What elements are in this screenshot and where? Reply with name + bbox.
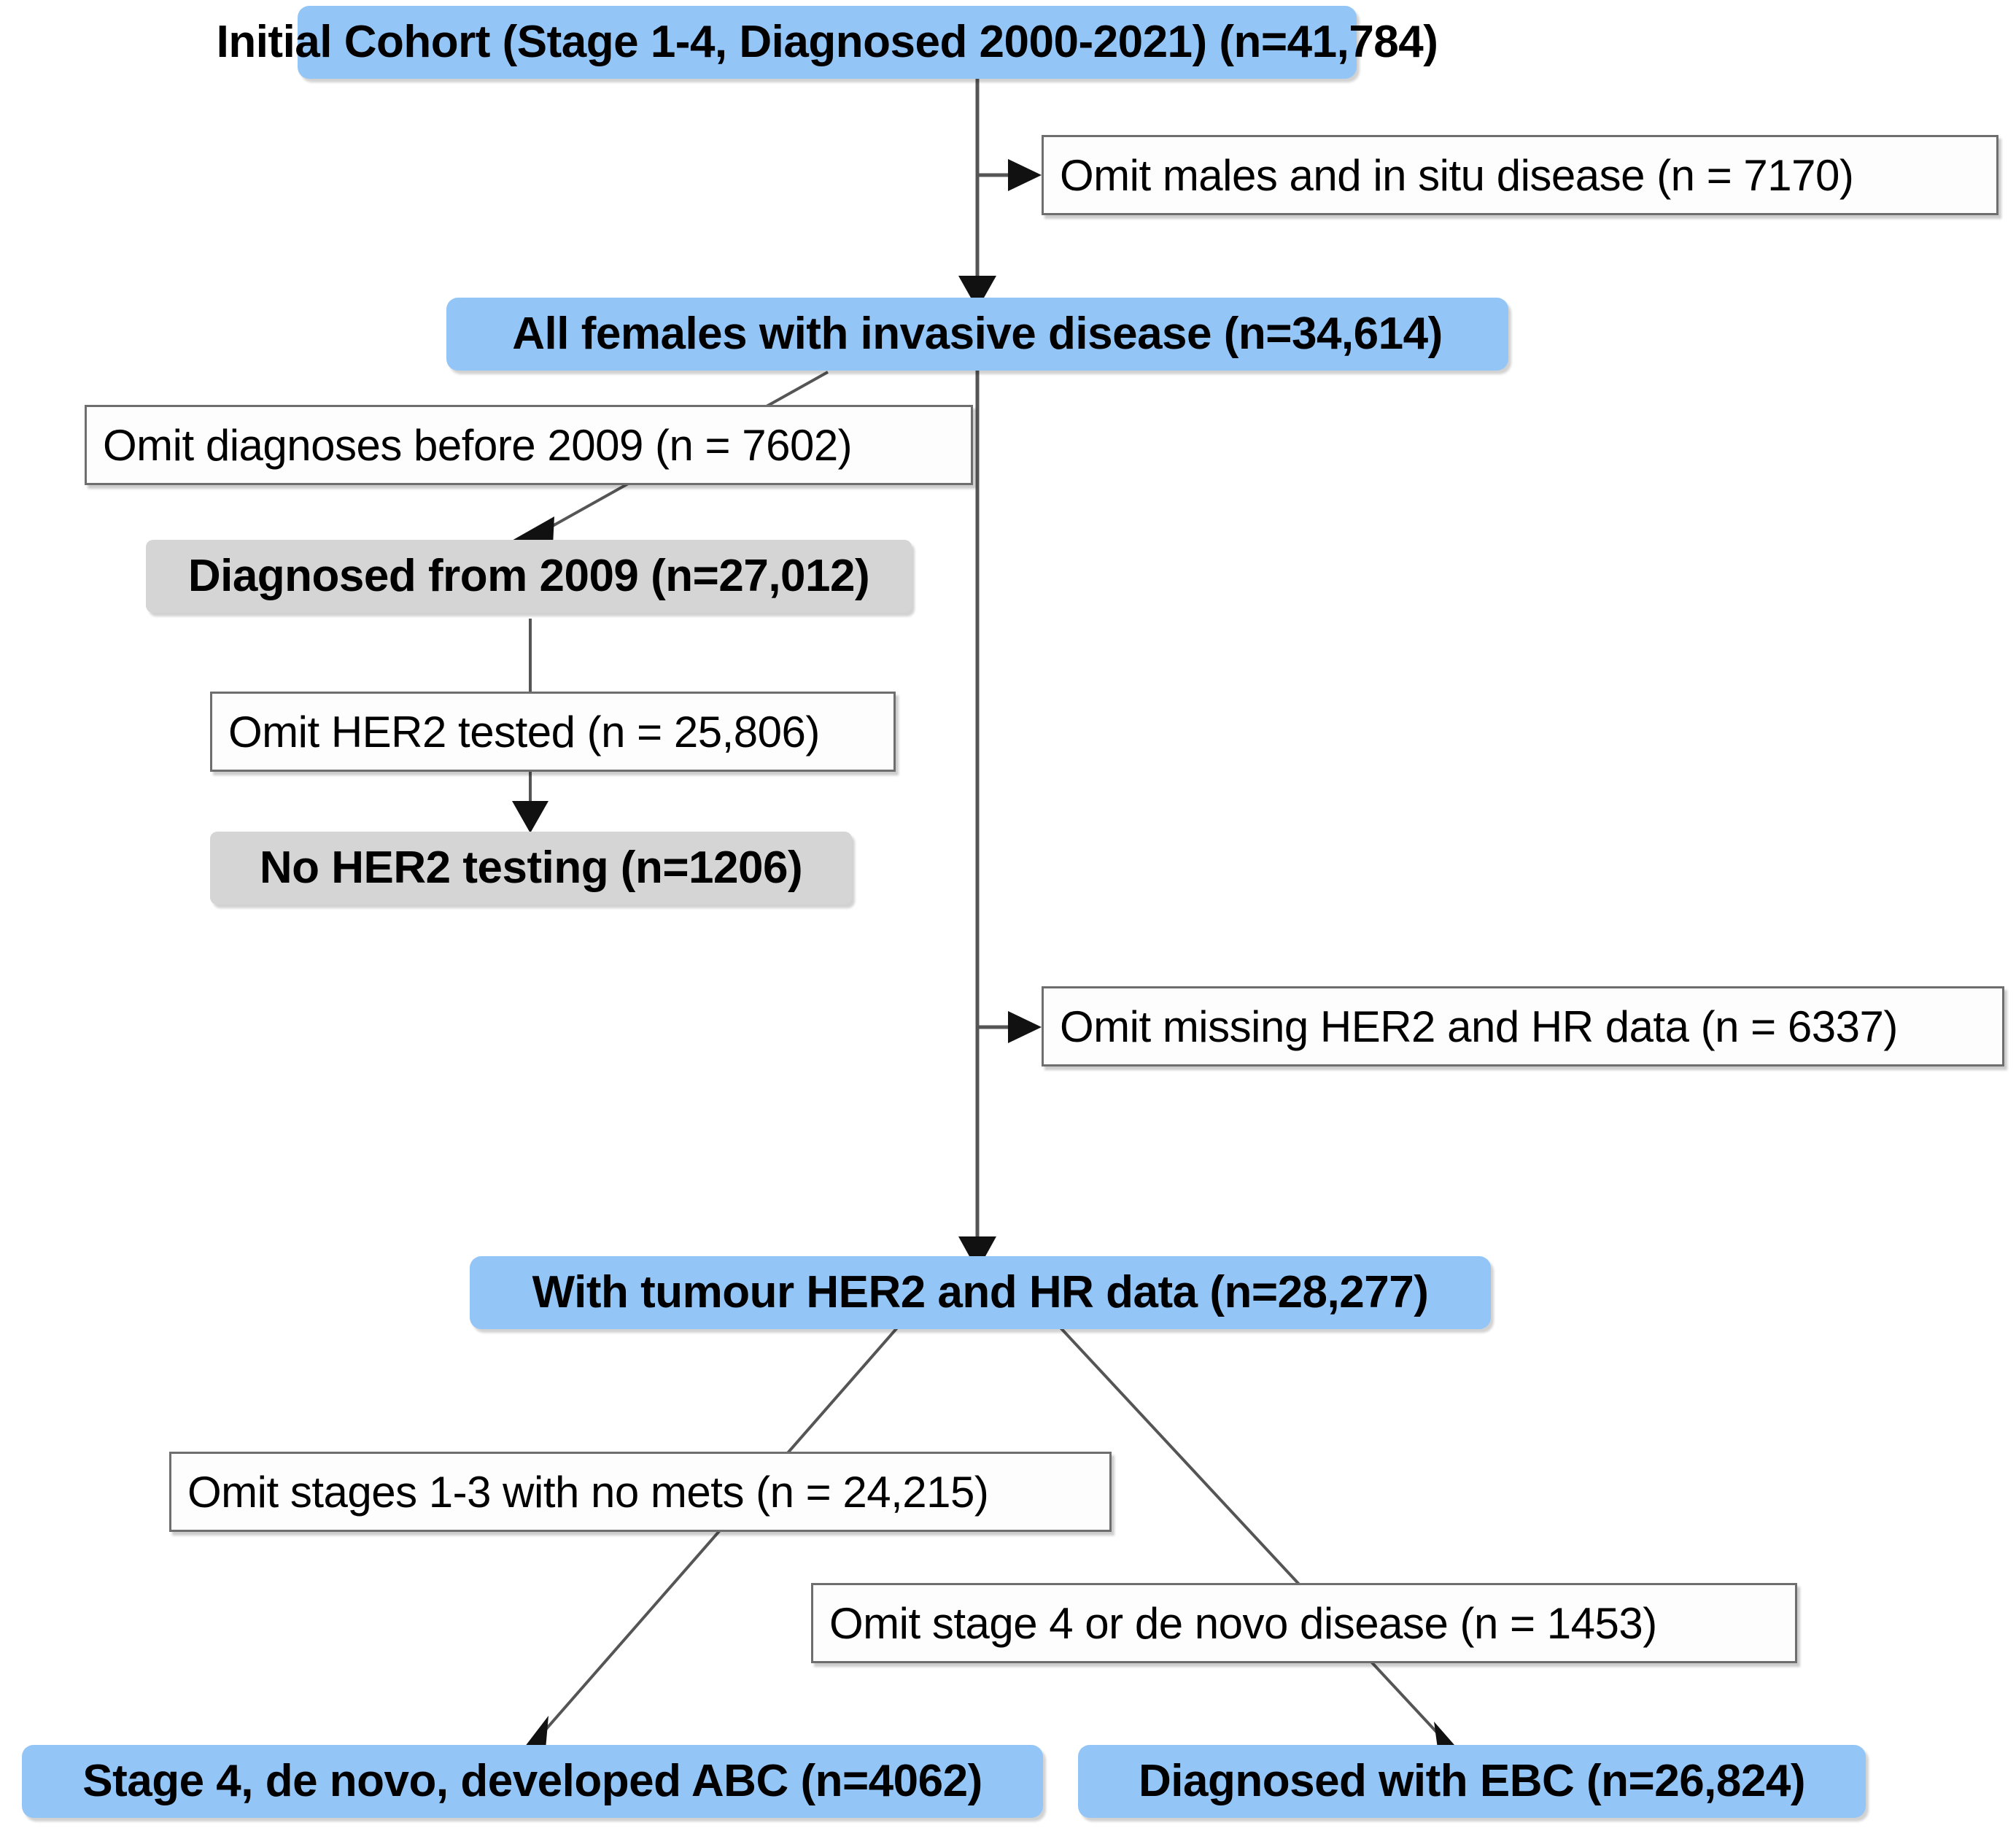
node-all-females-invasive-label: All females with invasive disease (n=34,…: [512, 309, 1443, 360]
node-omit-stage4-denovo-label: Omit stage 4 or de novo disease (n = 145…: [829, 1598, 1657, 1648]
node-omit-stages-1-3-no-mets[interactable]: Omit stages 1-3 with no mets (n = 24,215…: [169, 1452, 1112, 1532]
node-stage4-denovo-abc[interactable]: Stage 4, de novo, developed ABC (n=4062): [22, 1745, 1043, 1818]
node-all-females-invasive[interactable]: All females with invasive disease (n=34,…: [446, 298, 1508, 371]
node-omit-males-insitu-label: Omit males and in situ disease (n = 7170…: [1060, 150, 1854, 200]
node-omit-her2-tested[interactable]: Omit HER2 tested (n = 25,806): [210, 692, 896, 772]
node-stage4-denovo-abc-label: Stage 4, de novo, developed ABC (n=4062): [82, 1756, 982, 1807]
node-omit-missing-her2-hr[interactable]: Omit missing HER2 and HR data (n = 6337): [1042, 986, 2004, 1067]
node-diagnosed-from-2009[interactable]: Diagnosed from 2009 (n=27,012): [146, 540, 912, 613]
edge-to-omit-missing-her2: [977, 1011, 1042, 1043]
node-diagnosed-ebc[interactable]: Diagnosed with EBC (n=26,824): [1078, 1745, 1866, 1818]
node-diagnosed-ebc-label: Diagnosed with EBC (n=26,824): [1139, 1756, 1806, 1807]
node-diagnosed-from-2009-label: Diagnosed from 2009 (n=27,012): [187, 551, 870, 602]
node-omit-her2-tested-label: Omit HER2 tested (n = 25,806): [228, 707, 820, 756]
node-no-her2-testing[interactable]: No HER2 testing (n=1206): [210, 832, 852, 905]
node-omit-males-insitu[interactable]: Omit males and in situ disease (n = 7170…: [1042, 135, 1998, 215]
node-no-her2-testing-label: No HER2 testing (n=1206): [259, 843, 803, 894]
node-initial-cohort-label: Initial Cohort (Stage 1-4, Diagnosed 200…: [216, 17, 1438, 68]
node-omit-stages-1-3-no-mets-label: Omit stages 1-3 with no mets (n = 24,215…: [187, 1467, 989, 1517]
node-omit-before-2009[interactable]: Omit diagnoses before 2009 (n = 7602): [85, 405, 973, 485]
node-omit-before-2009-label: Omit diagnoses before 2009 (n = 7602): [103, 420, 853, 470]
node-omit-stage4-denovo[interactable]: Omit stage 4 or de novo disease (n = 145…: [811, 1583, 1797, 1663]
edge-to-omit-males: [977, 159, 1042, 191]
edge-to-stage4-abc: [515, 1325, 900, 1760]
node-with-tumour-her2-hr-label: With tumour HER2 and HR data (n=28,277): [532, 1267, 1429, 1318]
node-initial-cohort[interactable]: Initial Cohort (Stage 1-4, Diagnosed 200…: [217, 6, 1438, 79]
node-omit-missing-her2-hr-label: Omit missing HER2 and HR data (n = 6337): [1060, 1002, 1898, 1051]
edge-trunk: [958, 79, 996, 1271]
edge-to-ebc: [1058, 1325, 1475, 1768]
node-with-tumour-her2-hr[interactable]: With tumour HER2 and HR data (n=28,277): [470, 1256, 1491, 1329]
